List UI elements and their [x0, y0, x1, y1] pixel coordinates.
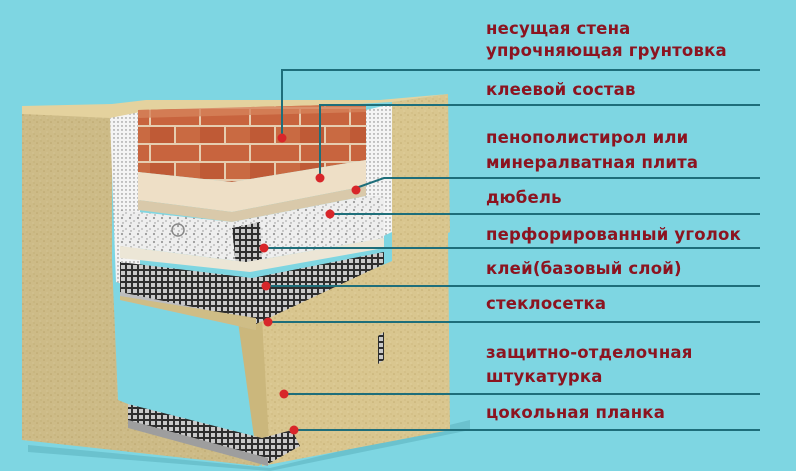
plaster-right-face [255, 232, 450, 466]
marker-dots [259, 133, 361, 435]
label-plinth-strip: цокольная планка [486, 403, 666, 422]
label-perforated-corner: перфорированный уголок [486, 225, 741, 244]
label-fiberglass-mesh: стеклосетка [486, 294, 607, 313]
label-insulation-line1: пенополистирол или [486, 128, 689, 147]
perforated-corner [232, 222, 262, 266]
adhesive-layer [138, 186, 366, 222]
block-shadow [28, 420, 470, 471]
dot-adhesive [315, 173, 325, 183]
label-plaster-line1: защитно-отделочная [486, 343, 693, 362]
label-insulation-line2: минералватная плита [486, 153, 699, 172]
mesh-strip-right [378, 332, 384, 364]
plaster-top-edge [22, 94, 448, 118]
dot-insulation [325, 209, 335, 219]
base-glue-layer [120, 238, 384, 272]
primer-layer [138, 160, 366, 212]
brick-wall [138, 104, 366, 182]
plinth-strip [128, 404, 300, 464]
leader-lines [264, 69, 760, 431]
label-base-glue: клей(базовый слой) [486, 259, 682, 278]
dowel-head [171, 223, 185, 237]
dot-plaster [279, 389, 289, 399]
plaster-left-face [22, 112, 270, 466]
dot-dowel [351, 185, 361, 195]
label-adhesive: клеевой состав [486, 80, 636, 99]
dot-plinth [289, 425, 299, 435]
label-primer: упрочняющая грунтовка [486, 41, 727, 60]
label-plaster-line2: штукатурка [486, 367, 603, 386]
label-bearing-wall: несущая стена [486, 19, 631, 38]
dot-corner [259, 243, 269, 253]
dot-mesh [263, 317, 273, 327]
dot-bearing-wall [277, 133, 287, 143]
label-dowel: дюбель [486, 188, 562, 207]
dot-base-glue [261, 281, 271, 291]
